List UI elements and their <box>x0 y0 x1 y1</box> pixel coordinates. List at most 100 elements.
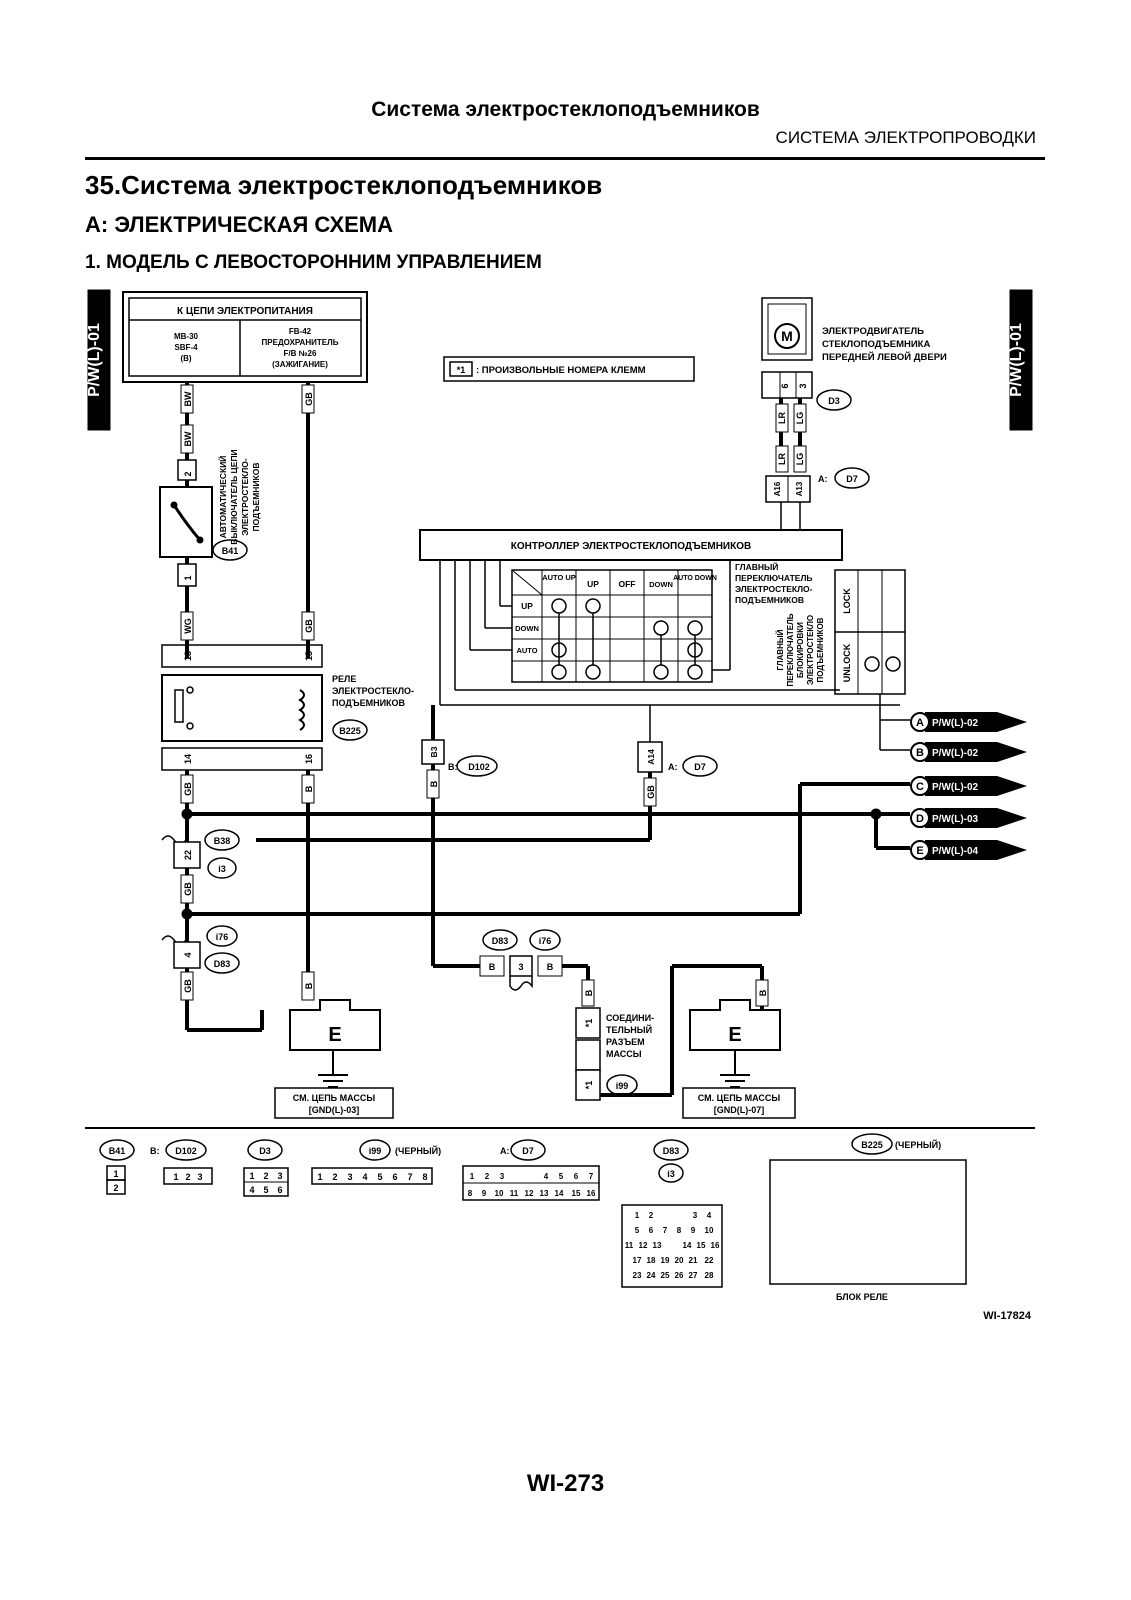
ground-joint-2: ТЕЛЬНЫЙ <box>606 1024 652 1035</box>
cv-d83-r3-2: 19 <box>661 1256 670 1265</box>
cv-d83-r0-3: 3 <box>693 1211 698 1220</box>
row-up: UP <box>521 601 533 611</box>
ground-joint-pin-2: *1 <box>584 1081 594 1090</box>
lock-switch-5: ПОДЪЕМНИКОВ <box>816 617 825 682</box>
ground-2 <box>689 999 781 1051</box>
cv-d83-r4-5: 28 <box>705 1271 714 1280</box>
cv-d83-r2-1: 12 <box>639 1241 648 1250</box>
d102-pin: B3 <box>429 746 439 757</box>
power-box-title: К ЦЕПИ ЭЛЕКТРОПИТАНИЯ <box>177 306 313 317</box>
d7-prefix: A: <box>818 474 828 484</box>
cv-d83-r3-4: 21 <box>689 1256 698 1265</box>
power-right-4: (ЗАЖИГАНИЕ) <box>272 360 328 369</box>
cv-d83-r4-0: 23 <box>633 1271 642 1280</box>
breaker-label-3: ЭЛЕКТРОСТЕКЛО- <box>240 458 250 536</box>
motor-wire-b-2: LG <box>795 453 805 466</box>
cv-b41-pin1: 1 <box>113 1169 118 1179</box>
wire-b-3: B <box>429 780 439 787</box>
ground-joint-4: МАССЫ <box>606 1049 642 1059</box>
cv-d7-r1-4: 4 <box>544 1172 549 1181</box>
motor-pin-b: 3 <box>798 383 808 388</box>
relay <box>161 674 323 742</box>
d7-pin-a16: A16 <box>773 481 782 496</box>
cv-d83-r1-5: 10 <box>705 1226 714 1235</box>
d7b-prefix: A: <box>668 762 678 772</box>
cv-d83-r3-0: 17 <box>633 1256 642 1265</box>
power-left-1: MB-30 <box>174 332 199 341</box>
cv-d3-p4: 4 <box>249 1185 254 1195</box>
cv-d102-p1: 1 <box>173 1172 178 1182</box>
header-divider <box>85 157 1045 160</box>
relay-label-1: РЕЛЕ <box>332 674 356 684</box>
cv-i99-p4: 4 <box>362 1172 367 1182</box>
cv-b225: B225 <box>861 1140 883 1150</box>
relay-label-3: ПОДЪЕМНИКОВ <box>332 698 406 708</box>
splice-i76: i76 <box>216 932 229 942</box>
offpage-b-letter: B <box>916 747 924 759</box>
cv-d83: D83 <box>663 1146 680 1156</box>
power-left-2: SBF-4 <box>174 343 198 352</box>
main-switch-2: ПЕРЕКЛЮЧАТЕЛЬ <box>735 573 813 583</box>
offpage-d-letter: D <box>916 813 924 825</box>
wire-gb-5: GB <box>183 979 193 993</box>
motor-pin-a: 6 <box>780 383 790 388</box>
cv-d83-r1-4: 9 <box>691 1226 696 1235</box>
cv-d7-prefix: A: <box>500 1146 510 1156</box>
ground-2-letter: E <box>728 1024 741 1046</box>
power-right-1: FB-42 <box>289 327 312 336</box>
right-tab-label: P/W(L)-01 <box>1008 323 1025 397</box>
main-switch-4: ПОДЪЕМНИКОВ <box>735 595 804 605</box>
cv-d102-p3: 3 <box>197 1172 202 1182</box>
offpage-e-ref: P/W(L)-04 <box>932 846 979 857</box>
ground-1-letter: E <box>328 1024 341 1046</box>
joint-i76: i76 <box>539 936 552 946</box>
relay-pin-15: 15 <box>304 651 314 661</box>
cv-d83-r3-5: 22 <box>705 1256 714 1265</box>
left-tab-label: P/W(L)-01 <box>86 323 103 397</box>
cv-i99-p3: 3 <box>347 1172 352 1182</box>
cv-i99-p6: 6 <box>392 1172 397 1182</box>
cv-d83-r2-0: 11 <box>625 1241 634 1250</box>
cv-d83-i3: i3 <box>667 1169 675 1179</box>
switch-matrix <box>511 569 713 683</box>
offpage-c-ref: P/W(L)-02 <box>932 782 979 793</box>
cv-i99: i99 <box>369 1146 382 1156</box>
cv-i99-p2: 2 <box>332 1172 337 1182</box>
cv-d83-r4-2: 25 <box>661 1271 670 1280</box>
header-subtitle: СИСТЕМА ЭЛЕКТРОПРОВОДКИ <box>775 128 1036 147</box>
wire-bw-2: BW <box>183 431 193 446</box>
joint-pin-3: 3 <box>518 962 523 972</box>
row-down: DOWN <box>515 624 539 633</box>
wire-b-5: B <box>758 989 768 996</box>
cv-d102: D102 <box>175 1146 197 1156</box>
cv-b225-caption: БЛОК РЕЛЕ <box>836 1292 888 1302</box>
cv-i99-p5: 5 <box>377 1172 382 1182</box>
col-auto-down: AUTO DOWN <box>673 575 717 582</box>
cv-i99-p7: 7 <box>407 1172 412 1182</box>
cv-d83-r1-1: 6 <box>649 1226 654 1235</box>
power-left-3: (B) <box>180 354 191 363</box>
cv-d102-prefix: B: <box>150 1146 160 1156</box>
header-title: Система электростеклоподъемников <box>371 98 760 121</box>
cv-d7-r2-2: 10 <box>495 1189 504 1198</box>
wire-bw-1: BW <box>183 391 193 406</box>
main-switch-3: ЭЛЕКТРОСТЕКЛО- <box>735 584 813 594</box>
cv-d83-r4-1: 24 <box>647 1271 656 1280</box>
terminal-note-text: : ПРОИЗВОЛЬНЫЕ НОМЕРА КЛЕММ <box>476 365 646 376</box>
cv-d83-r2-5: 15 <box>697 1241 706 1250</box>
col-auto-up: AUTO UP <box>542 573 576 582</box>
offpage-b-ref: P/W(L)-02 <box>932 748 979 759</box>
splice-d83: D83 <box>214 959 231 969</box>
cv-d7: D7 <box>522 1146 534 1156</box>
cv-i99-p8: 8 <box>422 1172 427 1182</box>
lock-switch-2: ПЕРЕКЛЮЧАТЕЛЬ <box>786 613 795 686</box>
breaker-pin-2: 2 <box>183 471 193 476</box>
cv-d7-r2-8: 16 <box>587 1189 596 1198</box>
wire-b-2: B <box>304 982 314 989</box>
motor-label-1: ЭЛЕКТРОДВИГАТЕЛЬ <box>822 326 924 337</box>
row-auto: AUTO <box>516 646 537 655</box>
cv-d7-r2-1: 9 <box>482 1189 487 1198</box>
cv-d7-r2-4: 12 <box>525 1189 534 1198</box>
cv-i99-note: (ЧЕРНЫЙ) <box>395 1145 441 1156</box>
